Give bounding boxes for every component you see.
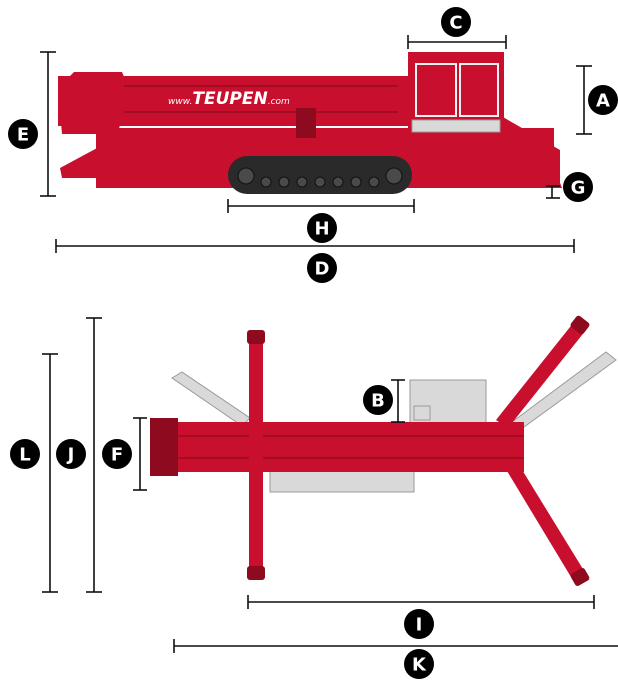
- track-wheel: [260, 176, 272, 188]
- side-boom-head: [58, 72, 128, 134]
- brand-prefix: www.: [168, 97, 192, 107]
- top-body: [150, 422, 524, 472]
- badge-G-label: G: [571, 178, 586, 199]
- badge-C: C: [441, 7, 471, 37]
- side-mast: [296, 108, 316, 138]
- side-left-box: [96, 128, 210, 188]
- top-view: [150, 315, 617, 586]
- side-crawler-track: [228, 156, 412, 194]
- badge-G: G: [563, 172, 593, 202]
- top-platform-corner: [413, 405, 431, 421]
- top-outrigger-pad-lower-right: [570, 568, 590, 586]
- top-outrigger-vertical: [249, 336, 263, 576]
- badge-K-label: K: [412, 655, 427, 676]
- side-platform-rail: [459, 63, 499, 117]
- badge-J: J: [56, 439, 86, 469]
- track-wheel: [314, 176, 326, 188]
- top-outrigger-lower-right: [504, 460, 586, 582]
- top-outrigger-pad-bottom: [247, 566, 265, 580]
- track-wheel: [385, 167, 403, 185]
- top-strut-left: [171, 371, 251, 427]
- badge-E-label: E: [17, 125, 29, 146]
- badge-H: H: [307, 213, 337, 243]
- top-crawler: [269, 469, 415, 493]
- badge-B-label: B: [371, 391, 385, 412]
- top-outrigger-pad-top: [247, 330, 265, 344]
- brand-suffix: .com: [268, 97, 290, 107]
- side-track-wheels: [237, 167, 403, 188]
- badge-B: B: [363, 385, 393, 415]
- side-view: www.TEUPEN.com: [58, 52, 562, 194]
- top-boom-head: [150, 418, 178, 476]
- track-wheel: [350, 176, 362, 188]
- badge-F-label: F: [111, 445, 123, 466]
- badge-I-label: I: [416, 615, 423, 636]
- badge-K: K: [404, 649, 434, 679]
- side-platform-cage: [415, 63, 457, 117]
- badge-L: L: [10, 439, 40, 469]
- badge-D-label: D: [315, 259, 330, 280]
- dimension-badges: A C E G H D B F J L I K: [8, 7, 618, 679]
- badge-A: A: [588, 85, 618, 115]
- badge-C-label: C: [449, 13, 462, 34]
- side-dimensions: [40, 35, 592, 253]
- track-wheel: [237, 167, 255, 185]
- badge-E: E: [8, 119, 38, 149]
- badge-I: I: [404, 609, 434, 639]
- badge-D: D: [307, 253, 337, 283]
- track-wheel: [296, 176, 308, 188]
- top-dimensions: [42, 317, 618, 653]
- track-wheel: [332, 176, 344, 188]
- track-wheel: [278, 176, 290, 188]
- side-right-leg: [500, 130, 562, 188]
- track-wheel: [368, 176, 380, 188]
- brand-name: TEUPEN: [192, 89, 267, 109]
- badge-L-label: L: [19, 445, 30, 466]
- badge-A-label: A: [596, 91, 610, 112]
- badge-H-label: H: [314, 219, 329, 240]
- badge-J-label: J: [66, 445, 75, 466]
- side-platform-floor: [411, 119, 501, 133]
- top-outrigger-upper-right: [496, 322, 586, 428]
- badge-F: F: [102, 439, 132, 469]
- brand-logo: www.TEUPEN.com: [168, 89, 290, 109]
- top-outrigger-pad-upper-right: [570, 315, 590, 335]
